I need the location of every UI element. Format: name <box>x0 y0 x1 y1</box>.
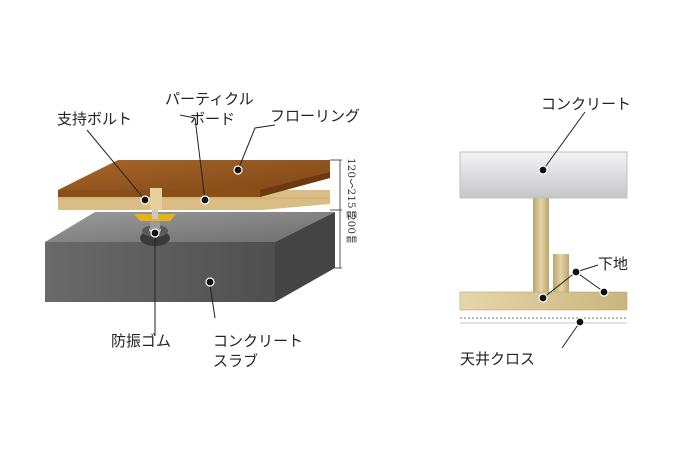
floor-leader-lines <box>86 114 276 336</box>
nodal-post <box>553 254 569 292</box>
slab-top-face <box>45 212 335 242</box>
flooring-layer <box>58 160 330 210</box>
support-bolt-label: 支持ボルト <box>57 110 133 128</box>
ceiling-cloth-label: 天井クロス <box>460 350 536 368</box>
ceiling-callout-dots <box>538 165 609 327</box>
floor-height-dimension: 120～215㎜ <box>345 158 357 220</box>
particle-board-label-line1: パーティクル <box>165 90 254 108</box>
slab-front-face <box>45 242 275 302</box>
flooring-label: フローリング <box>270 107 361 125</box>
concrete-slab-label-line2: スラブ <box>213 352 259 370</box>
dimension-lines <box>330 159 342 269</box>
ceiling-cloth-layer <box>460 317 627 324</box>
slab-thickness-dimension: 200㎜ <box>345 214 357 245</box>
ceiling-concrete-slab <box>459 151 628 199</box>
vibration-rubber-label: 防振ゴム <box>111 332 172 350</box>
floor-callout-dots <box>140 165 243 287</box>
particle-board-label-line2: ボード <box>190 110 236 128</box>
concrete-label: コンクリート <box>541 95 632 113</box>
board-joint <box>150 188 162 210</box>
hanger-post <box>533 198 549 292</box>
concrete-slab-label-line1: コンクリート <box>213 332 304 350</box>
slab-side-face <box>275 212 335 302</box>
ceiling-leader-lines <box>542 111 605 349</box>
support-bolt-shaft <box>152 205 158 219</box>
concrete-slab <box>45 212 335 302</box>
base-frame-label: 下地 <box>598 255 629 273</box>
